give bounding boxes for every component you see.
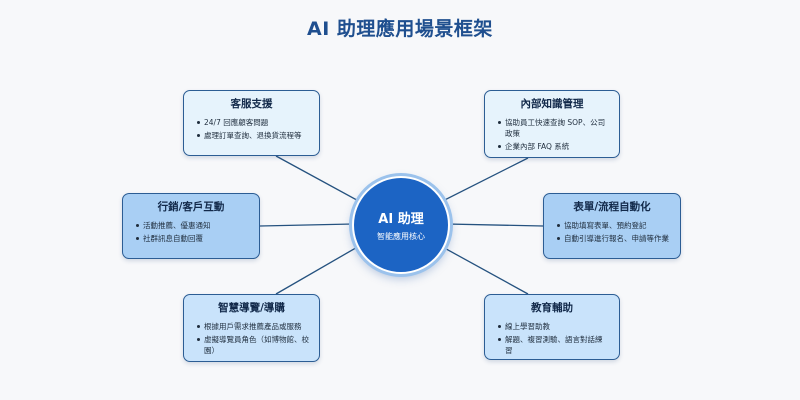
card-title: 內部知識管理	[520, 98, 584, 110]
card-item-list: 根據用戶需求推薦產品或服務 虛擬導覽員角色（如博物館、校園）	[194, 321, 309, 356]
card-forms: 表單/流程自動化 協助填寫表單、預約登記 自動引導進行報名、申請等作業	[543, 193, 681, 259]
card-title: 教育輔助	[531, 302, 573, 314]
card-item: 虛擬導覽員角色（如博物館、校園）	[197, 335, 309, 355]
card-marketing: 行銷/客戶互動 活動推薦、優惠通知 社群訊息自動回覆	[122, 193, 260, 259]
card-item: 根據用戶需求推薦產品或服務	[197, 321, 309, 332]
card-item: 協助員工快速查詢 SOP、公司政策	[498, 117, 609, 139]
hub-node: AI 助理 智能應用核心	[352, 176, 450, 274]
card-item: 24/7 回應顧客問題	[197, 117, 309, 128]
card-item: 協助填寫表單、預約登記	[557, 220, 670, 231]
diagram-title: AI 助理應用場景框架	[307, 18, 493, 40]
card-item: 活動推薦、優惠通知	[136, 220, 249, 231]
card-item: 線上學習助教	[498, 321, 609, 332]
card-item: 自動引導進行報名、申請等作業	[557, 234, 669, 243]
card-item-list: 線上學習助教 解題、複習測驗、語言對話練習	[495, 321, 609, 356]
card-knowledge: 內部知識管理 協助員工快速查詢 SOP、公司政策 企業內部 FAQ 系統	[484, 90, 620, 158]
card-item: 企業內部 FAQ 系統	[498, 141, 609, 152]
card-education: 教育輔助 線上學習助教 解題、複習測驗、語言對話練習	[484, 294, 620, 360]
card-title: 客服支援	[230, 98, 273, 110]
card-title: 表單/流程自動化	[573, 201, 651, 213]
card-item-list: 協助員工快速查詢 SOP、公司政策 企業內部 FAQ 系統	[495, 117, 609, 152]
hub-title: AI 助理	[378, 212, 424, 227]
card-item: 社群訊息自動回覆	[136, 233, 249, 244]
card-title: 行銷/客戶互動	[157, 201, 225, 213]
card-item-list: 協助填寫表單、預約登記 自動引導進行報名、申請等作業	[554, 220, 670, 244]
card-item: 解題、複習測驗、語言對話練習	[498, 334, 609, 356]
card-item-list: 24/7 回應顧客問題 處理訂單查詢、退換貨流程等	[194, 117, 309, 141]
card-item: 處理訂單查詢、退換貨流程等	[197, 130, 309, 141]
card-service: 客服支援 24/7 回應顧客問題 處理訂單查詢、退換貨流程等	[183, 90, 320, 156]
card-item-list: 活動推薦、優惠通知 社群訊息自動回覆	[133, 220, 249, 244]
card-title: 智慧導覽/導購	[218, 302, 285, 314]
card-shopping: 智慧導覽/導購 根據用戶需求推薦產品或服務 虛擬導覽員角色（如博物館、校園）	[183, 294, 320, 362]
hub-subtitle: 智能應用核心	[377, 232, 425, 241]
